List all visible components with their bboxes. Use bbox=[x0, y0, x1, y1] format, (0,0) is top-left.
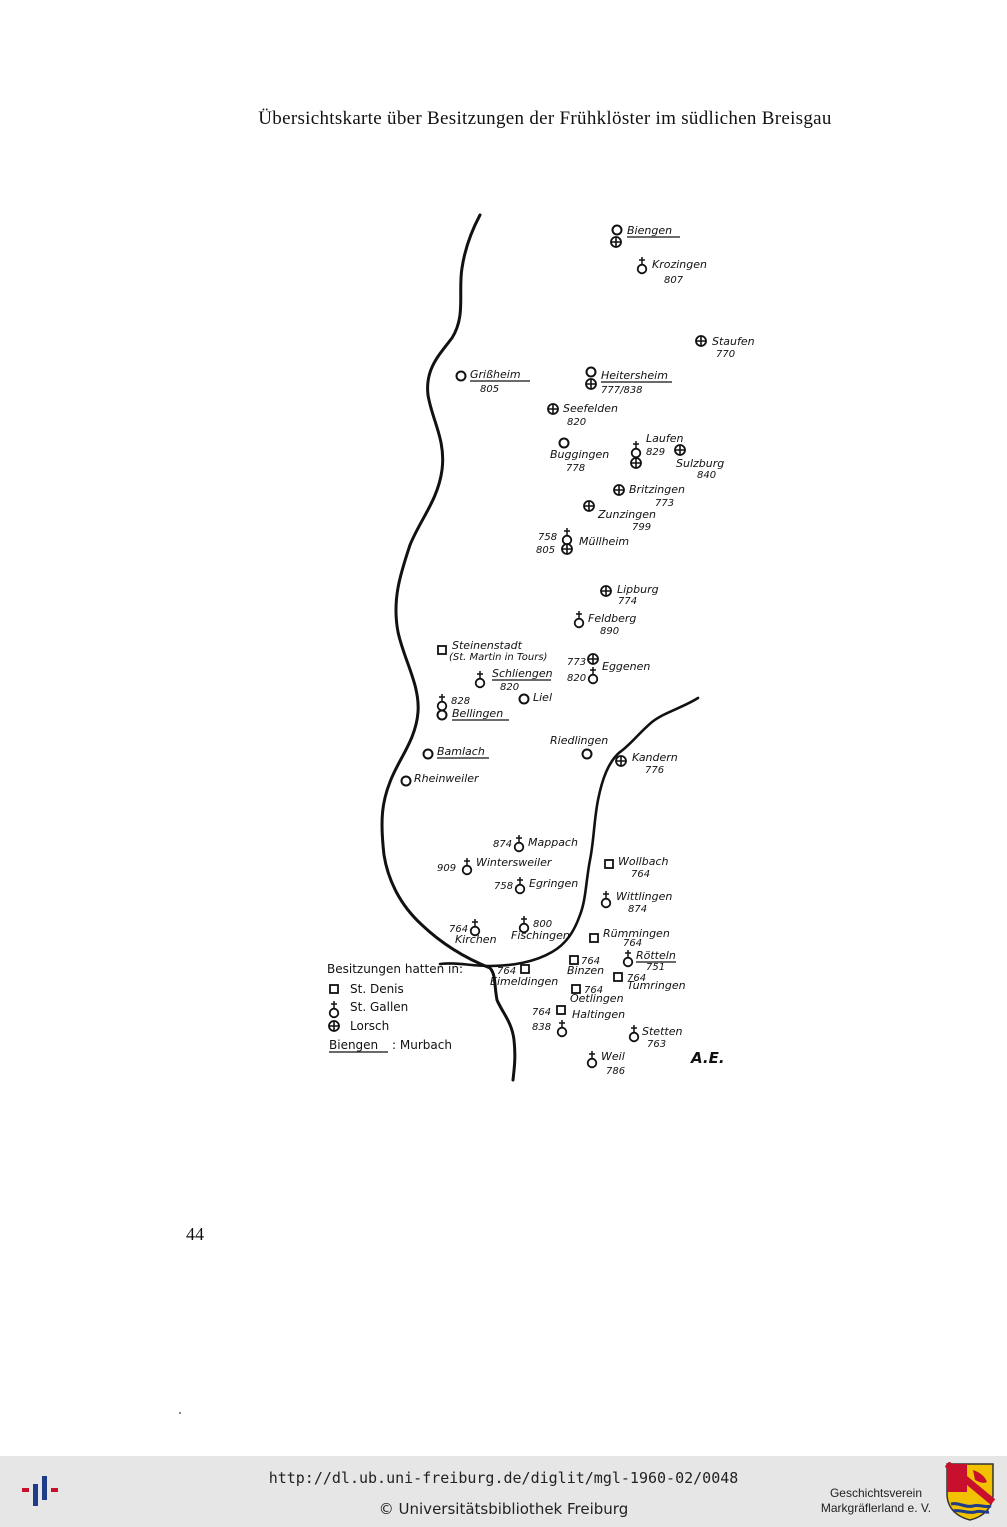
year-krozingen: 807 bbox=[664, 275, 684, 286]
place-ruemmingen: Rümmingen bbox=[603, 927, 670, 940]
year-mappach: 874 bbox=[493, 839, 512, 850]
ub-freiburg-logo bbox=[22, 1476, 58, 1506]
page-title: Übersichtskarte über Besitzungen der Frü… bbox=[258, 108, 832, 129]
year-staufen: 770 bbox=[716, 349, 735, 360]
place-staufen: Staufen bbox=[712, 335, 755, 348]
place-sulzburg: Sulzburg bbox=[676, 457, 724, 470]
year-oetlingen: 764 bbox=[584, 985, 603, 996]
place-riedlingen: Riedlingen bbox=[550, 734, 608, 747]
place-binzen: Binzen bbox=[567, 964, 604, 977]
year-eimeldingen: 764 bbox=[497, 966, 516, 977]
year-egringen: 758 bbox=[494, 881, 513, 892]
scan-speck bbox=[179, 1412, 181, 1414]
legend-heading: Besitzungen hatten in: bbox=[327, 962, 463, 976]
legend-underline-example: Biengen bbox=[329, 1038, 378, 1052]
footer-copyright: © Universitätsbibliothek Freiburg bbox=[378, 1500, 629, 1518]
year-fischingen: 800 bbox=[533, 919, 552, 930]
place-buggingen: Buggingen bbox=[550, 448, 609, 461]
legend-underline-meaning: : Murbach bbox=[392, 1038, 452, 1052]
year-wintersweiler: 909 bbox=[437, 863, 456, 874]
place-kirchen: Kirchen bbox=[455, 933, 497, 946]
place-wintersweiler: Wintersweiler bbox=[476, 856, 553, 869]
place-wittlingen: Wittlingen bbox=[616, 890, 672, 903]
footer-bar: http://dl.ub.uni-freiburg.de/diglit/mgl-… bbox=[0, 1456, 1007, 1527]
year-tumringen: 764 bbox=[627, 973, 646, 984]
year-lipburg: 774 bbox=[618, 596, 637, 607]
place-biengen: Biengen bbox=[627, 224, 672, 237]
year-stetten: 763 bbox=[647, 1039, 666, 1050]
place-lipburg: Lipburg bbox=[617, 583, 659, 596]
place-muellheim: Müllheim bbox=[579, 535, 629, 548]
place-feldberg: Feldberg bbox=[588, 612, 636, 625]
place-kandern: Kandern bbox=[632, 751, 678, 764]
year-ruemmingen: 764 bbox=[623, 938, 642, 949]
year-kandern: 776 bbox=[645, 765, 664, 776]
place-steinenstadt: Steinenstadt bbox=[452, 639, 523, 652]
year-haltingen-1: 764 bbox=[532, 1007, 551, 1018]
place-eggenen: Eggenen bbox=[602, 660, 650, 673]
rhine-river bbox=[380, 213, 517, 1082]
legend: Besitzungen hatten in: St. Denis St. Gal… bbox=[327, 962, 463, 1053]
place-weil: Weil bbox=[601, 1050, 625, 1063]
place-laufen: Laufen bbox=[646, 432, 683, 445]
place-seefelden: Seefelden bbox=[563, 402, 618, 415]
place-haltingen: Haltingen bbox=[572, 1008, 625, 1021]
place-bellingen: Bellingen bbox=[452, 707, 503, 720]
year-seefelden: 820 bbox=[567, 417, 586, 428]
year-kirchen: 764 bbox=[449, 924, 468, 935]
year-sulzburg: 840 bbox=[697, 470, 716, 481]
place-roetteln: Rötteln bbox=[636, 949, 676, 962]
place-grissheim: Grißheim bbox=[470, 368, 521, 381]
place-stetten: Stetten bbox=[642, 1025, 682, 1038]
coat-of-arms-icon bbox=[945, 1462, 995, 1521]
footer-url[interactable]: http://dl.ub.uni-freiburg.de/diglit/mgl-… bbox=[268, 1469, 739, 1487]
year-britzingen: 773 bbox=[655, 498, 674, 509]
year-muellheim-2: 805 bbox=[536, 545, 555, 556]
year-bellingen: 828 bbox=[451, 696, 470, 707]
year-buggingen: 778 bbox=[566, 463, 585, 474]
year-muellheim-1: 758 bbox=[538, 532, 557, 543]
year-feldberg: 890 bbox=[600, 626, 619, 637]
year-grissheim: 805 bbox=[480, 384, 499, 395]
legend-st-gallen: St. Gallen bbox=[350, 1000, 408, 1014]
year-zunzingen: 799 bbox=[632, 522, 651, 533]
place-oetlingen: Oetlingen bbox=[570, 992, 624, 1005]
place-steinenstadt-sub: (St. Martin in Tours) bbox=[449, 652, 547, 663]
place-bamlach: Bamlach bbox=[437, 745, 485, 758]
map-signature: A.E. bbox=[690, 1049, 725, 1067]
year-weil: 786 bbox=[606, 1066, 625, 1077]
year-heitersheim: 777/838 bbox=[601, 385, 643, 396]
legend-lorsch: Lorsch bbox=[350, 1019, 389, 1033]
place-wollbach: Wollbach bbox=[618, 855, 668, 868]
year-wittlingen: 874 bbox=[628, 904, 647, 915]
map: Biengen Krozingen 807 Staufen 770 Grißhe… bbox=[327, 213, 755, 1082]
place-heitersheim: Heitersheim bbox=[601, 369, 668, 382]
year-laufen: 829 bbox=[646, 447, 665, 458]
place-krozingen: Krozingen bbox=[652, 258, 707, 271]
org-name-line1: Geschichtsverein bbox=[829, 1486, 923, 1500]
year-eggenen-2: 820 bbox=[567, 673, 586, 684]
year-schliengen: 820 bbox=[500, 682, 519, 693]
kander-river bbox=[438, 696, 700, 968]
year-roetteln: 751 bbox=[646, 962, 665, 973]
place-rheinweiler: Rheinweiler bbox=[414, 772, 480, 785]
place-schliengen: Schliengen bbox=[492, 667, 553, 680]
place-egringen: Egringen bbox=[529, 877, 578, 890]
year-eggenen-1: 773 bbox=[567, 657, 586, 668]
place-liel: Liel bbox=[533, 691, 552, 704]
year-haltingen-2: 838 bbox=[532, 1022, 551, 1033]
place-fischingen: Fischingen bbox=[511, 929, 570, 942]
page-number: 44 bbox=[186, 1224, 204, 1244]
place-tumringen: Tumringen bbox=[627, 979, 686, 992]
footer-organisation: Geschichtsverein Markgräflerland e. V. bbox=[806, 1486, 946, 1516]
org-name-line2: Markgräflerland e. V. bbox=[820, 1501, 932, 1515]
year-binzen: 764 bbox=[581, 956, 600, 967]
year-wollbach: 764 bbox=[631, 869, 650, 880]
place-eimeldingen: Eimeldingen bbox=[490, 975, 558, 988]
legend-st-denis: St. Denis bbox=[350, 982, 404, 996]
place-zunzingen: Zunzingen bbox=[597, 508, 656, 521]
place-britzingen: Britzingen bbox=[629, 483, 685, 496]
place-mappach: Mappach bbox=[528, 836, 578, 849]
